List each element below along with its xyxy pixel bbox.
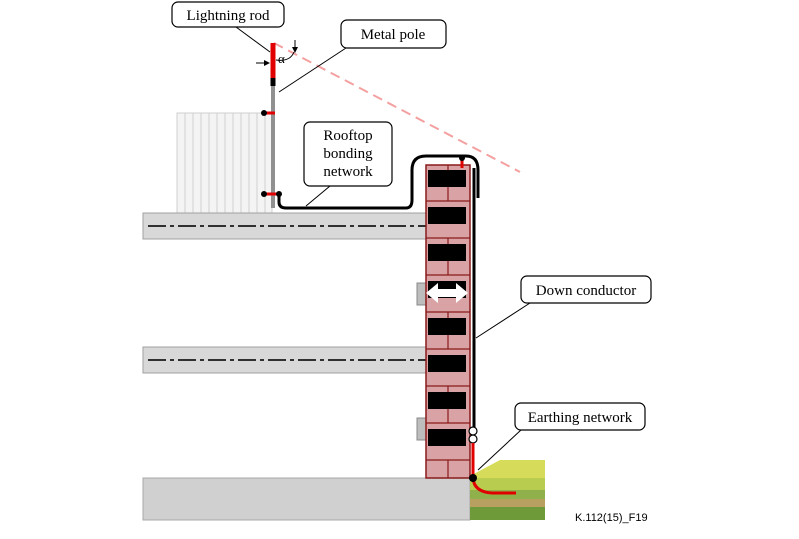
test-joint-upper: [468, 426, 478, 436]
figure-id: K.112(15)_F19: [575, 512, 648, 524]
ground-slab: [142, 477, 471, 521]
floor-slab: [142, 346, 431, 374]
rooftop-bonding-label-line3: network: [323, 164, 373, 180]
roof-slab: [142, 212, 431, 240]
callout-down-conductor: Down conductor: [475, 275, 652, 339]
metal-pole: [270, 76, 276, 208]
callout-rooftop-bonding-network: Rooftop bonding network: [303, 121, 393, 207]
wall-top-connection: [459, 155, 465, 161]
double-arrow-icon: [426, 283, 468, 303]
rooftop-bonding-conductor: [277, 154, 480, 210]
bond-point-lower-left: [261, 191, 267, 197]
angle-indicator: α: [256, 40, 298, 66]
test-joint-lower: [468, 434, 478, 444]
down-conductor-label: Down conductor: [536, 283, 636, 299]
callout-metal-pole: Metal pole: [278, 19, 447, 93]
wall-bracket-lower: [416, 417, 427, 441]
protection-zone-line: [273, 42, 521, 173]
rooftop-railing: [176, 112, 273, 214]
wall-bracket-upper: [416, 282, 427, 306]
brick-wall: [425, 164, 471, 479]
rooftop-bonding-label-line1: Rooftop: [323, 128, 372, 144]
callout-lightning-rod: Lightning rod: [171, 1, 285, 53]
metal-pole-label: Metal pole: [361, 27, 426, 43]
bond-point-upper: [261, 110, 267, 116]
rooftop-bonding-label-line2: bonding: [323, 146, 373, 162]
earth-connection-point: [469, 474, 477, 482]
lightning-rod-label: Lightning rod: [187, 8, 270, 24]
angle-alpha-label: α: [278, 51, 285, 66]
callout-earthing-network: Earthing network: [477, 402, 646, 471]
earthing-network-label: Earthing network: [528, 410, 633, 426]
